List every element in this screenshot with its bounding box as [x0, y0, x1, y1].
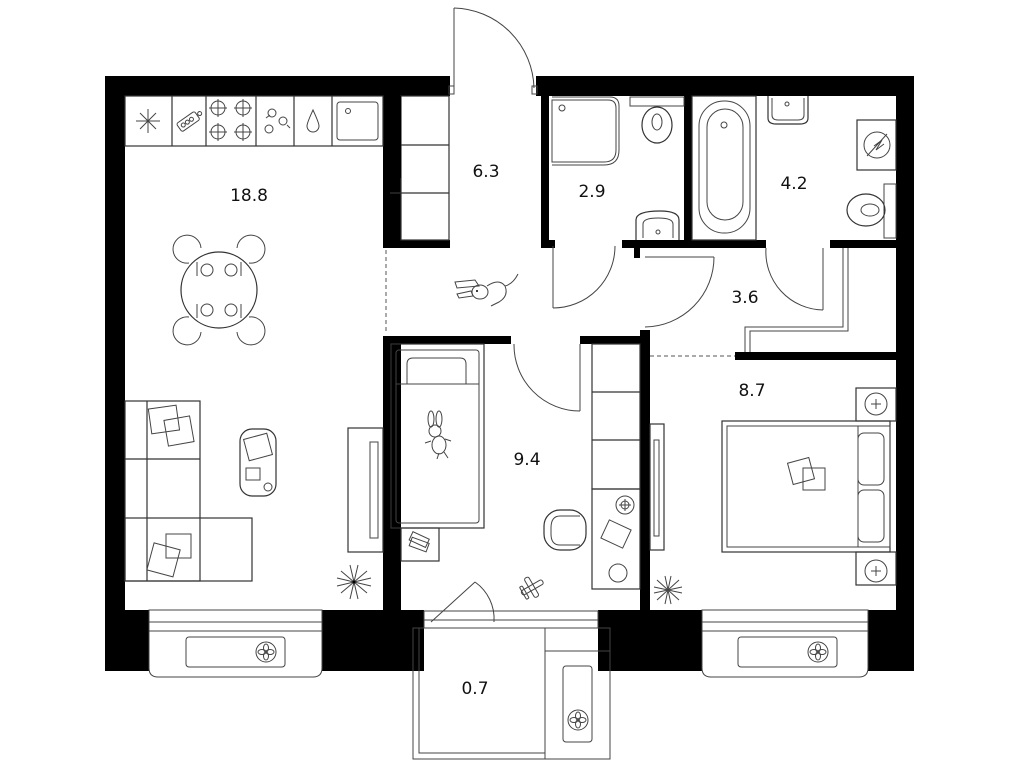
washbasin-icon	[635, 210, 680, 240]
kitchen-counter	[124, 95, 384, 147]
water-icon	[306, 108, 320, 133]
window-bedroom	[701, 609, 869, 678]
doors	[385, 7, 824, 623]
room-area-bedroom: 8.7	[738, 381, 766, 401]
washbasin-icon	[767, 96, 809, 125]
ventilation-fan-icon	[255, 641, 277, 663]
desk-chair-icon	[543, 509, 587, 551]
dining-table-icon	[172, 234, 266, 346]
washing-machine-icon	[856, 119, 897, 171]
sofa-icon	[124, 400, 253, 582]
room-area-bathroom: 4.2	[780, 174, 808, 194]
utensils-icon	[264, 108, 291, 134]
double-bed-icon	[721, 420, 891, 553]
plant-icon	[336, 564, 372, 600]
shower-tray-icon	[551, 96, 620, 166]
room-area-corridor: 3.6	[731, 288, 759, 308]
room-area-balcony: 0.7	[461, 679, 489, 699]
room-area-kitchen-living: 18.8	[230, 186, 268, 206]
desk-icon	[591, 343, 641, 590]
cooktop-icon	[209, 99, 252, 141]
toilet-icon	[629, 96, 685, 144]
ventilation-fan-icon	[807, 641, 829, 663]
walls	[105, 76, 914, 671]
dog-icon	[454, 273, 519, 307]
nightstand-icon	[855, 551, 897, 586]
balcony	[412, 610, 611, 760]
oven-icon	[176, 111, 203, 132]
toilet-icon	[846, 183, 897, 239]
plant-icon	[653, 575, 683, 605]
room-area-hallway: 6.3	[472, 162, 500, 182]
window-living	[148, 609, 323, 678]
wardrobe-icon	[390, 95, 450, 241]
toy-bunny-icon	[424, 410, 452, 460]
tv-icon	[347, 427, 384, 553]
wardrobe-icon	[744, 248, 849, 352]
fridge-icon	[136, 109, 160, 133]
tv-icon	[649, 423, 665, 551]
coffee-table-icon	[239, 428, 277, 497]
bathtub-icon	[691, 95, 757, 241]
books-icon	[400, 527, 440, 562]
room-area-shower-room: 2.9	[578, 182, 606, 202]
nightstand-icon	[855, 387, 897, 422]
room-area-kids-room: 9.4	[513, 450, 541, 470]
toy-plane-icon	[519, 576, 544, 600]
ventilation-fan-icon	[567, 709, 589, 731]
sink-icon	[336, 101, 379, 141]
